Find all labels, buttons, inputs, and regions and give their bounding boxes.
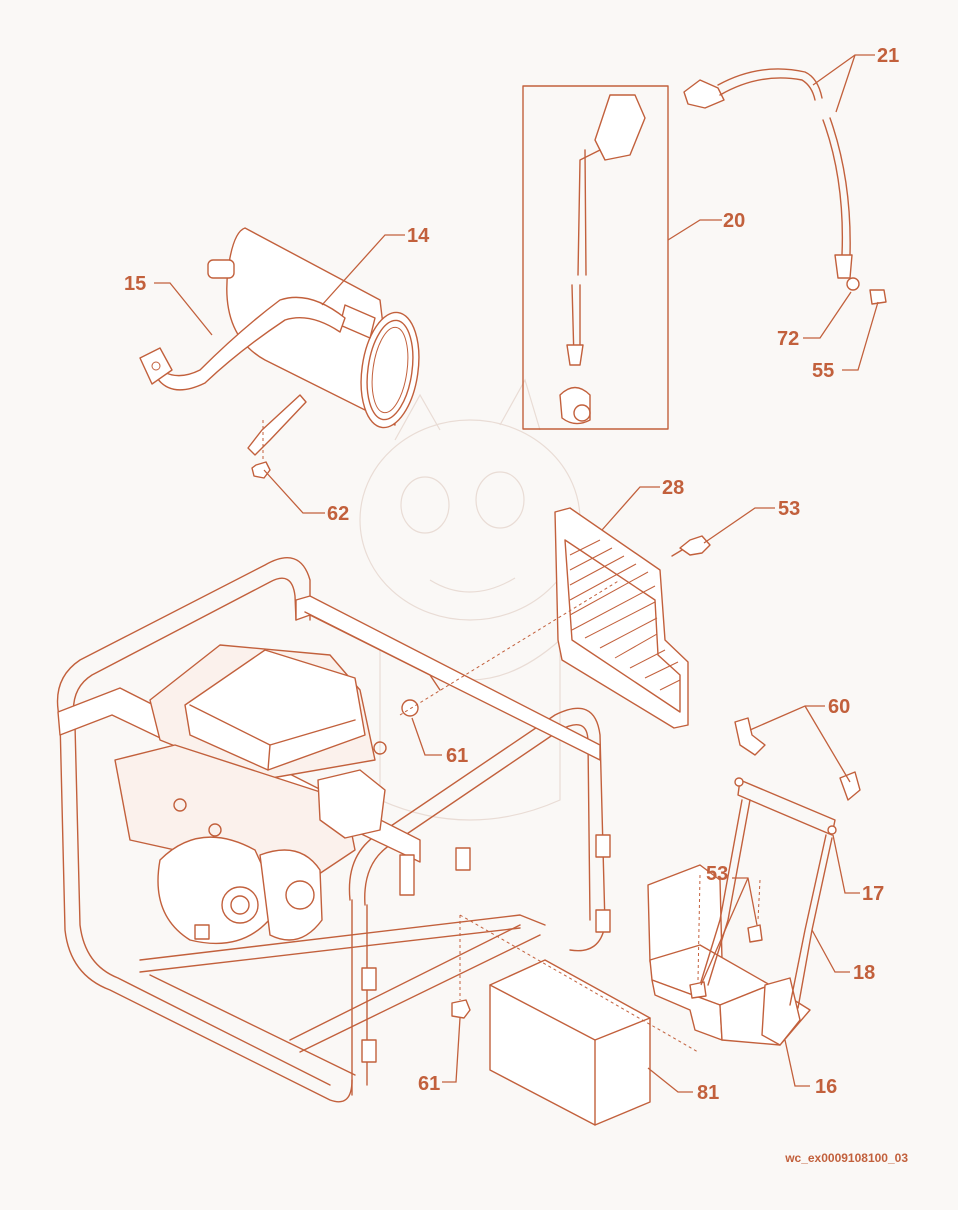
battery — [451, 914, 699, 1126]
leader-lines — [154, 54, 879, 1093]
callout-55: 55 — [812, 360, 834, 382]
battery-tray-assembly — [647, 717, 861, 1046]
callout-15: 15 — [124, 273, 146, 295]
callout-61-bottom: 61 — [418, 1073, 440, 1095]
callout-16: 16 — [815, 1076, 837, 1098]
callout-72: 72 — [777, 328, 799, 350]
callout-53-top: 53 — [778, 498, 800, 520]
callout-21: 21 — [877, 45, 899, 67]
shield-bolt-path — [399, 579, 621, 716]
callout-81: 81 — [697, 1082, 719, 1104]
shield-vent-grille — [569, 539, 681, 691]
drawing-code: wc_ex0009108100_03 — [784, 1151, 908, 1165]
callout-61-top: 61 — [446, 745, 468, 767]
muffler-assembly — [139, 227, 420, 479]
battery-shield — [554, 507, 711, 729]
callout-labels: 14 15 20 21 72 55 62 28 53 61 60 17 53 1… — [124, 45, 908, 1165]
callout-53-bottom: 53 — [706, 863, 728, 885]
callout-14: 14 — [407, 225, 430, 247]
callout-60: 60 — [828, 696, 850, 718]
callout-17: 17 — [862, 883, 884, 905]
callout-20: 20 — [723, 210, 745, 232]
watermark-mascot — [359, 378, 581, 821]
battery-cable-assembly — [522, 85, 669, 430]
callout-18: 18 — [853, 962, 875, 984]
engine-assembly — [114, 611, 441, 945]
ground-cable-assembly — [683, 68, 887, 305]
callout-28: 28 — [662, 477, 684, 499]
callout-62: 62 — [327, 503, 349, 525]
